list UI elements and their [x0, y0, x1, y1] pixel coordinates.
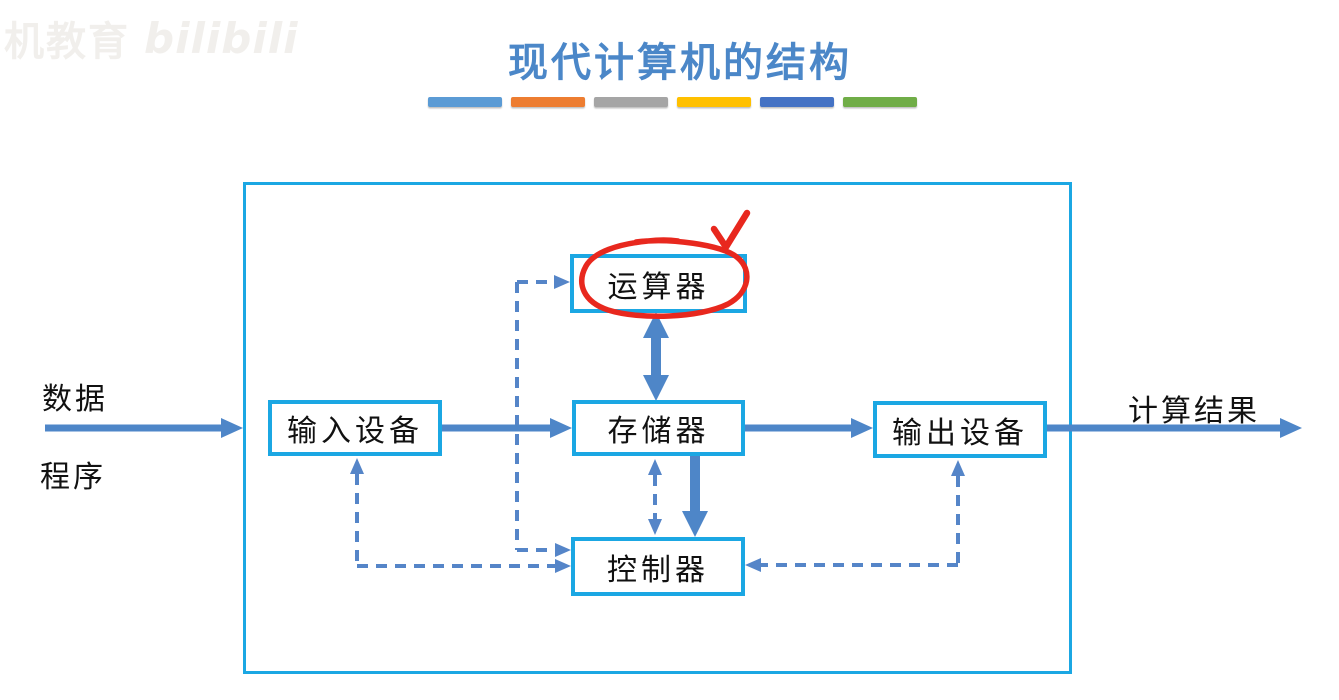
divider-bar [843, 97, 917, 107]
watermark: 机教育 bilibili [4, 12, 299, 65]
label-result: 计算结果 [1128, 395, 1260, 428]
node-alu: 运算器 [570, 254, 747, 313]
divider-bar [428, 97, 502, 107]
page-title: 现代计算机的结构 [508, 40, 852, 85]
divider-bars [428, 97, 919, 108]
node-memory: 存储器 [572, 400, 745, 456]
label-data: 数据 [42, 383, 108, 416]
watermark-cn-text: 机教育 [4, 19, 130, 64]
node-controller: 控制器 [571, 537, 745, 596]
node-output-device: 输出设备 [873, 401, 1047, 458]
divider-bar [677, 97, 751, 107]
node-input-device: 输入设备 [268, 400, 442, 456]
divider-bar [760, 97, 834, 107]
divider-bar [594, 97, 668, 107]
divider-bar [511, 97, 585, 107]
label-program: 程序 [40, 461, 106, 494]
bilibili-logo: bilibili [144, 13, 299, 63]
